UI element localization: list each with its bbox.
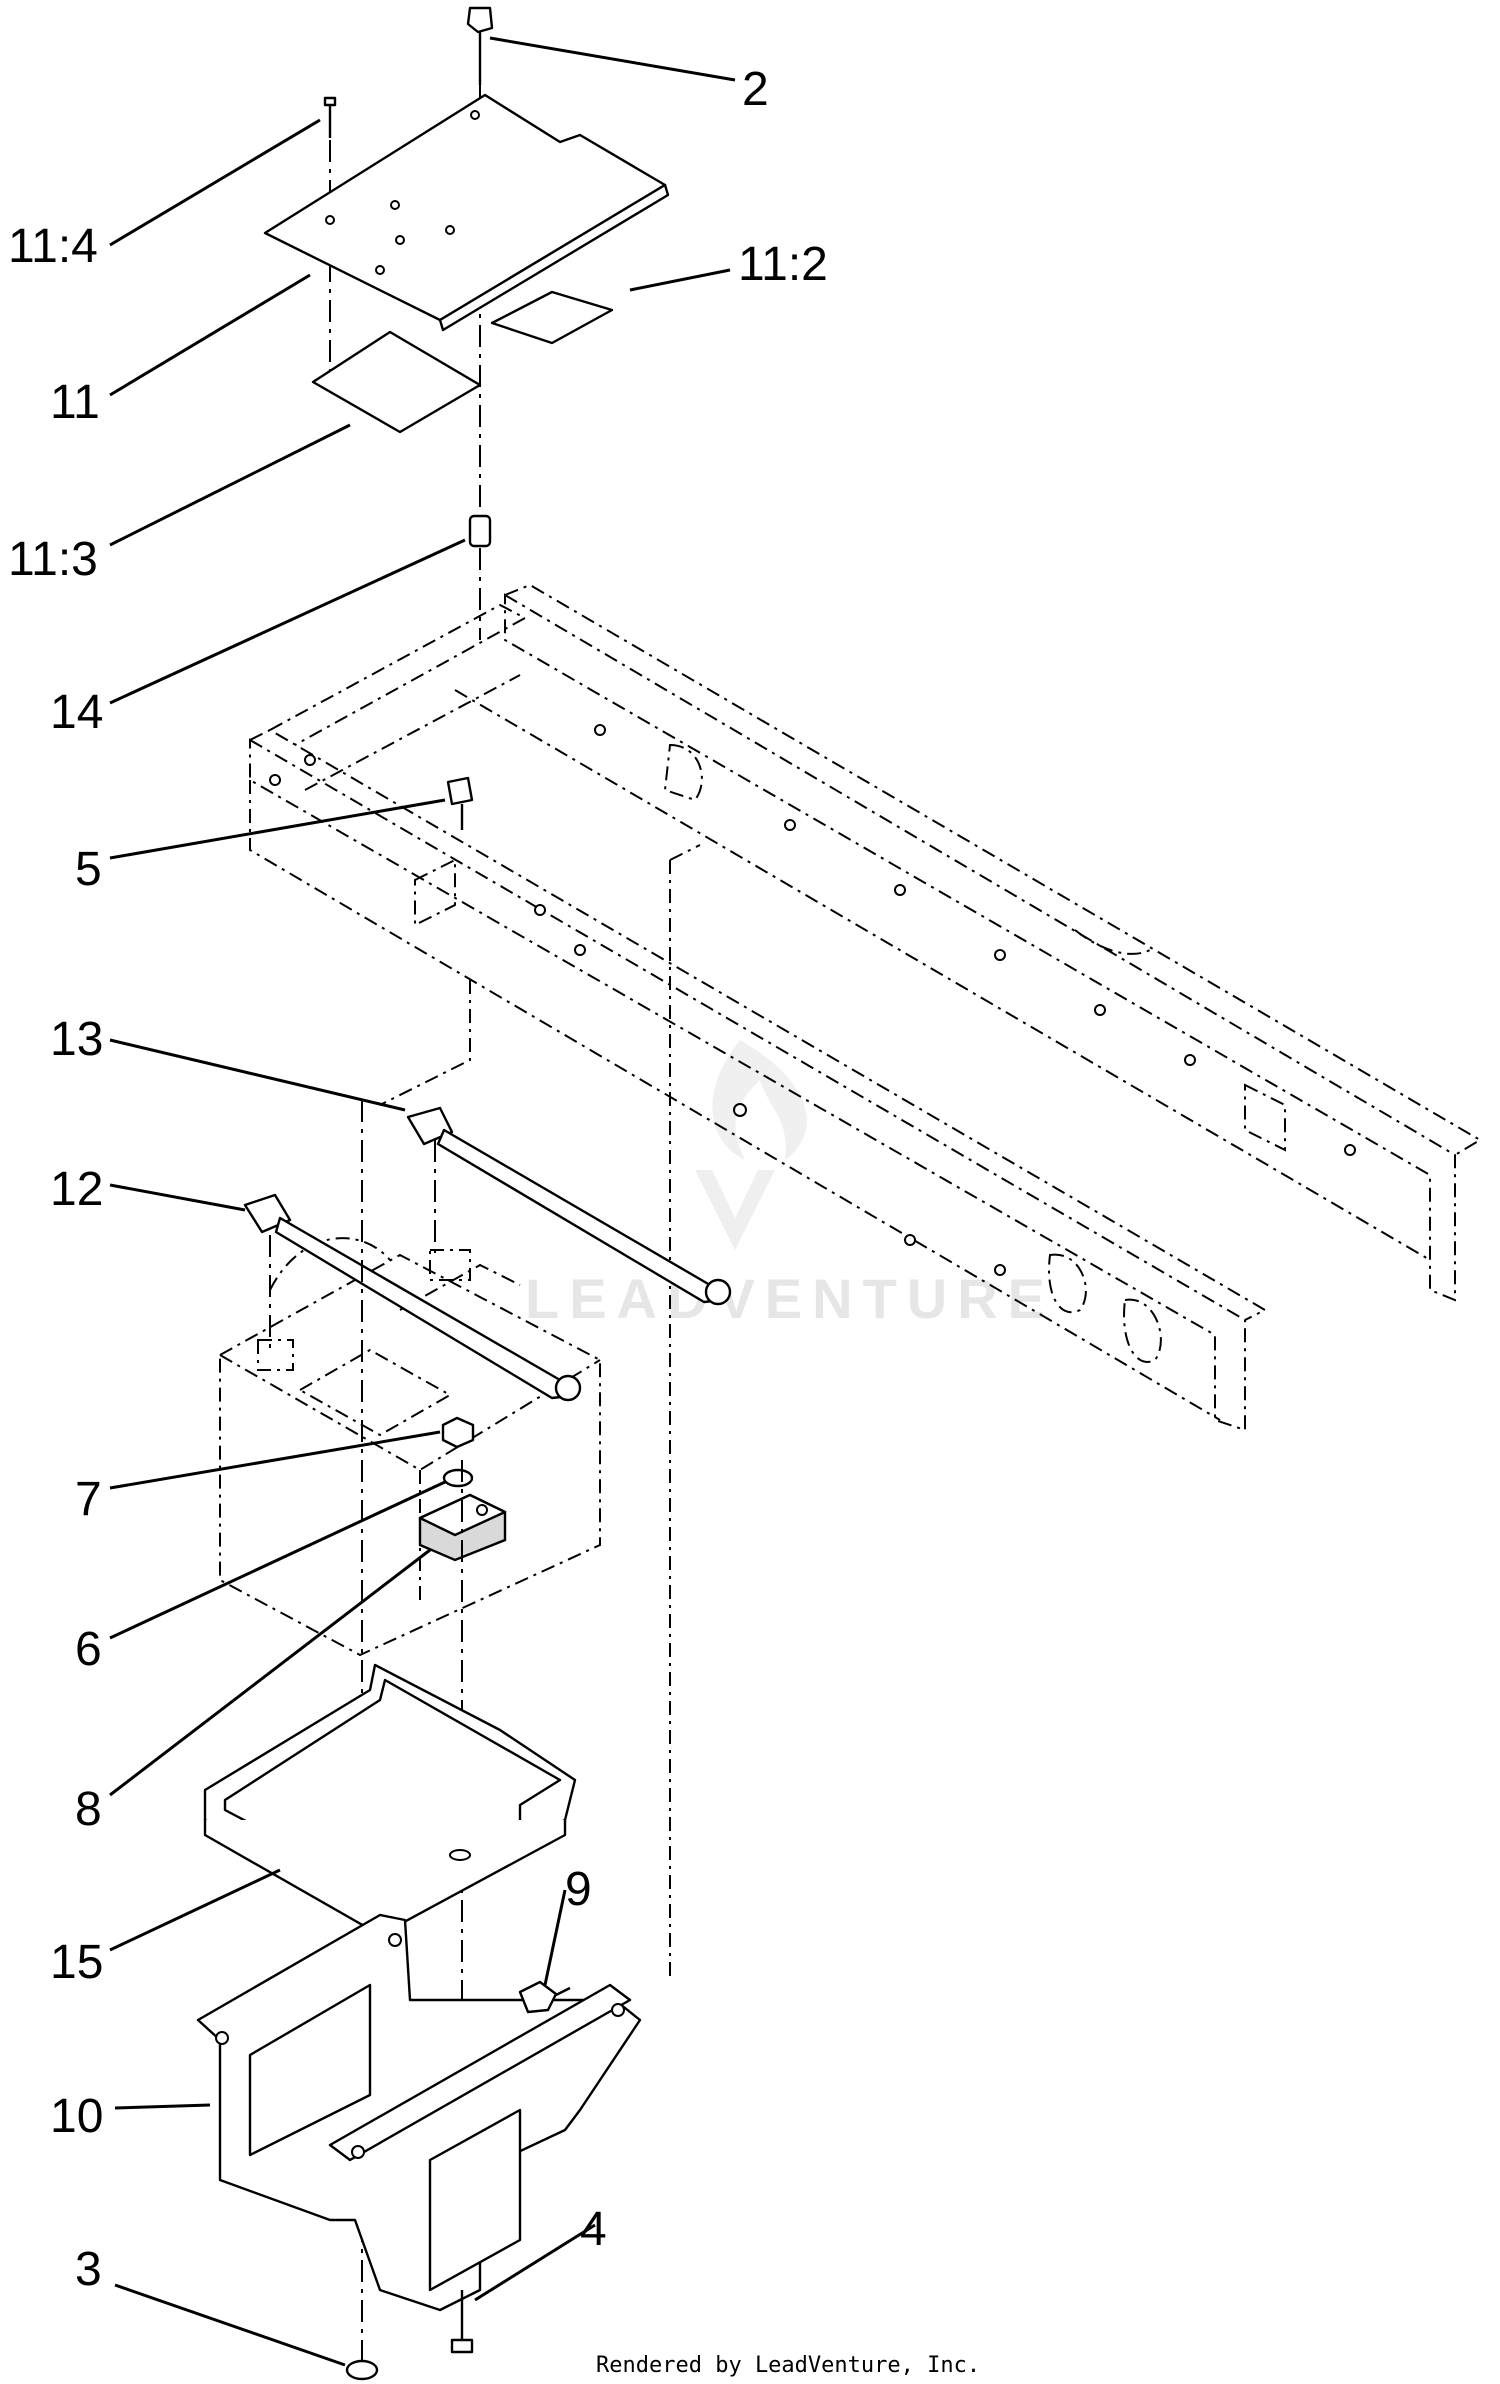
part-3-nut <box>345 2359 379 2381</box>
callout-12: 12 <box>50 1163 103 1216</box>
callout-labels: 2 11:4 11:2 11 11:3 14 5 13 12 7 6 8 15 … <box>8 63 828 2296</box>
part-12-battery-cable <box>243 1193 582 1402</box>
callout-2: 2 <box>742 63 769 116</box>
part-11-cover-plate <box>263 93 670 332</box>
callout-15: 15 <box>50 1936 103 1989</box>
callout-6: 6 <box>75 1623 102 1676</box>
callout-9: 9 <box>565 1863 592 1916</box>
part-11-3-pad <box>311 330 482 434</box>
part-15-battery-tray <box>203 1663 577 1937</box>
callout-11-4: 11:4 <box>8 220 98 273</box>
part-14-spacer <box>468 514 492 548</box>
part-11-4-pin <box>323 96 337 138</box>
part-9-bolt <box>518 1980 571 2014</box>
part-2-screw <box>466 6 494 85</box>
callout-4: 4 <box>580 2203 607 2256</box>
callout-8: 8 <box>75 1783 102 1836</box>
callout-3: 3 <box>75 2243 102 2296</box>
part-5-bolt <box>446 776 474 830</box>
part-10-battery-bracket <box>196 1913 642 2312</box>
callout-14: 14 <box>50 686 103 739</box>
leader-lines <box>109 36 736 2367</box>
part-13-battery-cable <box>406 1106 732 1306</box>
watermark-text: LEADVENTURE <box>525 1267 1055 1330</box>
frame-assembly-phantom <box>249 583 1482 1980</box>
watermark-logo-icon <box>695 1040 807 1250</box>
callout-11-3: 11:3 <box>8 533 98 586</box>
callout-13: 13 <box>50 1013 103 1066</box>
part-11-2-decal <box>490 290 614 345</box>
part-4-bolt <box>450 2290 474 2354</box>
rendered-by-footer: Rendered by LeadVenture, Inc. <box>596 2353 980 2378</box>
part-7-nut <box>441 1416 475 1449</box>
callout-11: 11 <box>50 376 100 429</box>
callout-11-2: 11:2 <box>738 238 828 291</box>
part-6-washer <box>442 1468 474 1488</box>
callout-10: 10 <box>50 2090 103 2143</box>
callout-5: 5 <box>75 843 102 896</box>
callout-7: 7 <box>75 1473 102 1526</box>
